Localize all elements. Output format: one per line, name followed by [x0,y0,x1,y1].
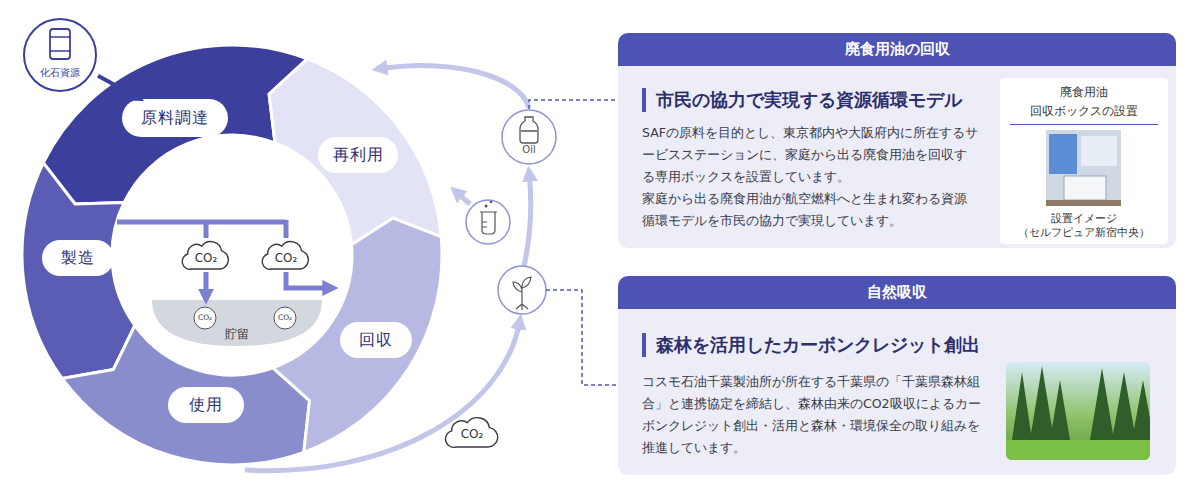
bottle-icon [520,117,538,143]
barrel-icon [50,29,70,59]
return-arc [378,66,529,108]
oil-text: Oil [501,144,557,155]
icon-circle [24,19,96,91]
stage-text: 原料調達 [141,108,209,129]
co2-text: CO₂ [443,427,501,441]
cycle-ring [22,45,442,465]
center-circle [114,137,350,373]
panel-title: 市民の協力で実現する資源循環モデル [642,88,1006,112]
stage-label: 再利用 [318,137,398,173]
beaker-icon [466,200,510,244]
stage-text: 回収 [359,330,393,351]
resource-icon: 化石資源 [22,17,98,93]
co2-text: CO₂ [260,251,312,265]
stage-label: 製造 [42,240,114,276]
storage-area: 貯留 CO₂ CO₂ [152,300,322,346]
panel-header: 廃食用油の回収 [618,33,1176,66]
co2-cloud: CO₂ [180,238,232,272]
card-title: 廃食用油 回収ボックスの設置 [1010,83,1158,125]
info-panel: 自然吸収森林を活用したカーボンクレジット創出コスモ石油千葉製油所が所在する千葉県… [618,276,1176,475]
co2-text: CO₂ [180,251,232,265]
icon-label: 化石資源 [22,67,98,80]
leader-line [546,290,618,385]
stage-text: 使用 [189,395,223,416]
connector [98,76,140,99]
beaker-icon [480,212,497,234]
co2-text: CO₂ [273,313,297,322]
co2-cloud: CO₂ [443,414,501,450]
return-arc [524,172,531,266]
panel-body: コスモ石油千葉製油所が所在する千葉県の「千葉県森林組合」と連携協定を締結し、森林… [642,371,984,459]
beaker-bubble [490,201,493,204]
connector [204,272,209,300]
co2-bubble: CO₂ [193,306,217,330]
stage-label: 使用 [168,387,244,423]
info-panel: 廃食用油の回収市民の協力で実現する資源循環モデル SAFの原料を目的とし、東京都内… [618,33,1176,248]
panel-body: SAFの原料を目的とし、東京都内や大阪府内に所在するサービスステーションに、家庭… [642,122,978,188]
co2-flow-arrow [286,272,332,288]
bubble-circle [194,307,216,329]
panel-title: 森林を活用したカーボンクレジット創出 [642,333,1006,357]
storage-shape [152,300,322,346]
oil-circle [502,110,556,164]
plant-icon [513,277,531,310]
panel-header: 自然吸収 [618,276,1176,309]
storage-text: 貯留 [152,326,322,343]
return-arc [245,320,520,471]
co2-text: CO₂ [193,313,217,322]
barrel-icon [50,37,70,51]
connector [529,100,618,109]
stage-label: 回収 [340,322,412,358]
co2-flow-line [117,220,286,238]
stage-text: 再利用 [333,145,384,166]
beaker-arrow [455,191,470,204]
beaker-bubble [485,205,488,208]
co2-cloud: CO₂ [260,238,312,272]
panel-body: 家庭から出る廃食用油が航空燃料へと生まれ変わる資源循環モデルを市民の協力で実現し… [642,188,978,232]
stage-text: 製造 [61,248,95,269]
photo-caption: 設置イメージ （セルフピュア新宿中央） [1004,211,1164,239]
plant-icon [498,266,546,314]
stage-label: 原料調達 [122,99,228,137]
oil-shape [501,109,557,165]
icon-shape [22,17,98,93]
bubble-circle [274,307,296,329]
oil-icon: Oil [501,109,557,165]
photo-card: 廃食用油 回収ボックスの設置設置イメージ （セルフピュア新宿中央） [1000,78,1168,244]
co2-bubble: CO₂ [273,306,297,330]
